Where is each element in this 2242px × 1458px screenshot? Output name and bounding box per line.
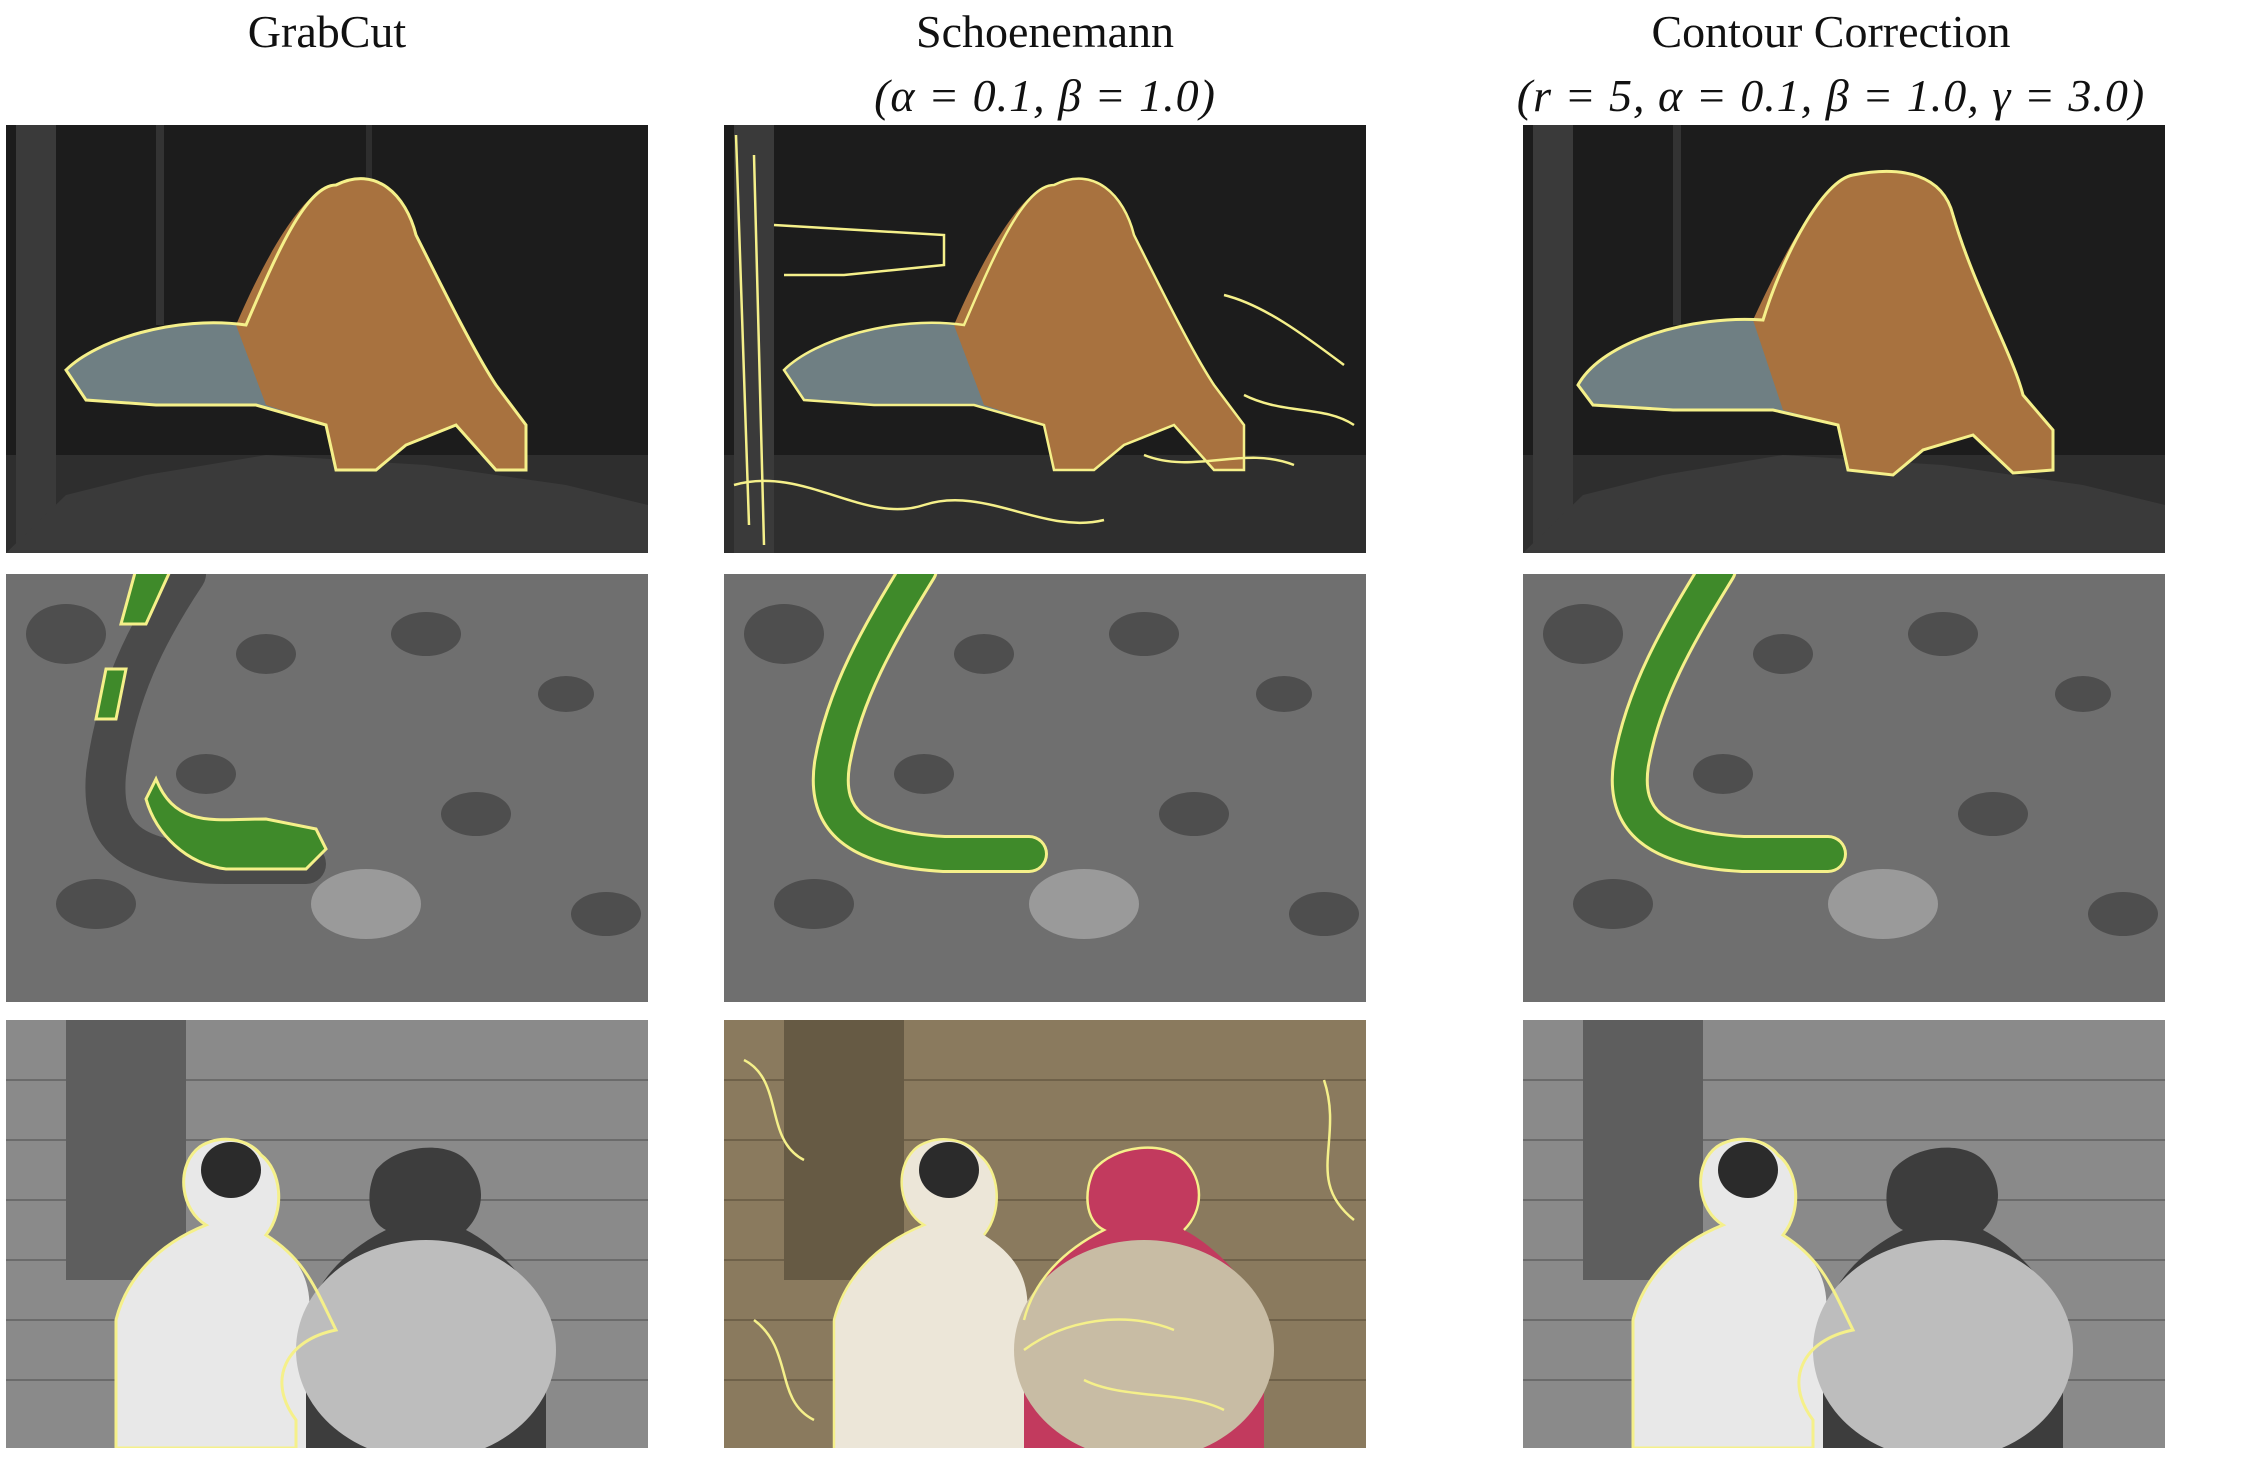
panel-snake-grabcut [6, 574, 648, 1002]
column-title-contour: Contour Correction [1651, 6, 2011, 57]
panel-drummers-contour [1523, 1020, 2165, 1448]
panel-tiger-contour [1523, 125, 2165, 553]
panel-snake-schoenemann [724, 574, 1366, 1002]
column-title-schoenemann: Schoenemann [915, 6, 1175, 57]
panel-tiger-schoenemann [724, 125, 1366, 553]
tiger-image [6, 125, 648, 553]
panel-drummers-schoenemann [724, 1020, 1366, 1448]
tiger-image [724, 125, 1366, 553]
drummers-image [724, 1020, 1366, 1448]
drummers-image [1523, 1020, 2165, 1448]
panel-tiger-grabcut [6, 125, 648, 553]
snake-image [1523, 574, 2165, 1002]
snake-image [6, 574, 648, 1002]
panel-drummers-grabcut [6, 1020, 648, 1448]
header-grabcut: GrabCut [7, 0, 647, 64]
drummers-image [6, 1020, 648, 1448]
column-params-contour: (r = 5, α = 0.1, β = 1.0, γ = 3.0) [1516, 70, 2146, 121]
panel-snake-contour [1523, 574, 2165, 1002]
column-title-grabcut: GrabCut [247, 6, 407, 57]
header-schoenemann: Schoenemann (α = 0.1, β = 1.0) [724, 0, 1366, 128]
tiger-image [1523, 125, 2165, 553]
header-contour-correction: Contour Correction (r = 5, α = 0.1, β = … [1420, 0, 2242, 128]
snake-image [724, 574, 1366, 1002]
column-params-schoenemann: (α = 0.1, β = 1.0) [874, 70, 1216, 121]
